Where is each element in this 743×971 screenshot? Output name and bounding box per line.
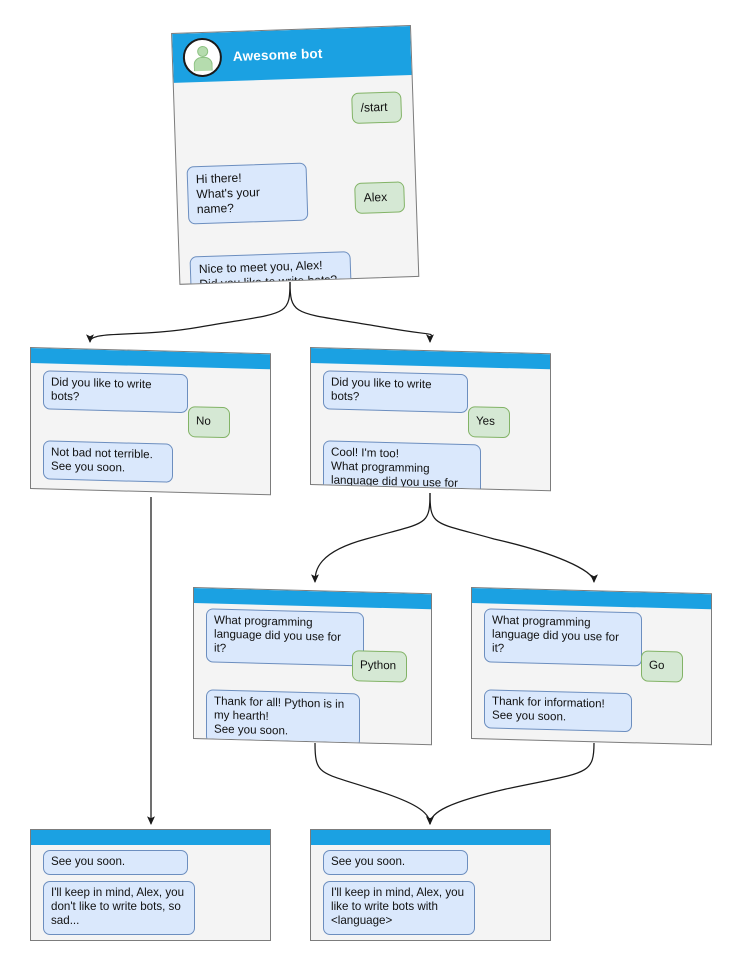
- message-bubble-bot: Cool! I'm too! What programming language…: [323, 440, 481, 492]
- edge-yes-to-go: [429, 492, 598, 583]
- edge-go-to-end-yes: [426, 742, 595, 825]
- node-end-no[interactable]: See you soon. I'll keep in mind, Alex, y…: [30, 829, 271, 941]
- node-window: Did you like to write bots? No Not bad n…: [30, 347, 271, 496]
- edge-yes-to-python: [311, 492, 431, 584]
- chat-transcript: What programming language did you use fo…: [194, 603, 431, 746]
- node-window: What programming language did you use fo…: [193, 587, 432, 746]
- message-bubble-user: No: [188, 406, 230, 439]
- message-bubble-bot: I'll keep in mind, Alex, you don't like …: [43, 881, 195, 935]
- chat-transcript: /start Hi there! What's your name? Alex …: [174, 75, 419, 285]
- edge-root-to-yes: [289, 281, 435, 343]
- message-bubble-bot: I'll keep in mind, Alex, you like to wri…: [323, 881, 475, 935]
- chat-transcript: Did you like to write bots? No Not bad n…: [31, 363, 270, 494]
- avatar-body: [192, 56, 213, 72]
- user-avatar-icon: [182, 37, 223, 78]
- avatar-head: [196, 45, 208, 58]
- message-bubble-bot: Hi there! What's your name?: [186, 162, 309, 225]
- chat-transcript: What programming language did you use fo…: [472, 603, 711, 744]
- message-bubble-bot: Did you like to write bots?: [323, 370, 468, 414]
- node-branch-yes[interactable]: Did you like to write bots? Yes Cool! I'…: [310, 347, 551, 492]
- edge-python-to-end-yes: [314, 742, 434, 825]
- node-window: Did you like to write bots? Yes Cool! I'…: [310, 347, 551, 492]
- message-bubble-bot: Did you like to write bots?: [43, 370, 188, 414]
- message-bubble-bot: Thank for information! See you soon.: [484, 689, 632, 733]
- message-bubble-user: Go: [641, 650, 683, 683]
- message-bubble-user: /start: [351, 91, 403, 125]
- node-window: Awesome bot /start Hi there! What's your…: [171, 25, 420, 285]
- message-bubble-user: Python: [352, 650, 407, 683]
- chat-transcript: See you soon. I'll keep in mind, Alex, y…: [311, 845, 550, 940]
- message-bubble-bot: Nice to meet you, Alex! Did you like to …: [189, 251, 352, 285]
- node-window: See you soon. I'll keep in mind, Alex, y…: [30, 829, 271, 941]
- message-bubble-user: Yes: [468, 406, 510, 439]
- chat-transcript: Did you like to write bots? Yes Cool! I'…: [311, 363, 550, 492]
- node-window: What programming language did you use fo…: [471, 587, 712, 746]
- message-bubble-bot: See you soon.: [323, 850, 468, 876]
- edge-root-to-no: [86, 281, 291, 343]
- node-branch-no[interactable]: Did you like to write bots? No Not bad n…: [30, 347, 271, 496]
- node-branch-python[interactable]: What programming language did you use fo…: [193, 587, 432, 746]
- page-title: Awesome bot: [232, 45, 323, 64]
- node-titlebar: [311, 830, 550, 845]
- node-window: See you soon. I'll keep in mind, Alex, y…: [310, 829, 551, 941]
- chat-transcript: See you soon. I'll keep in mind, Alex, y…: [31, 845, 270, 940]
- message-bubble-bot: What programming language did you use fo…: [484, 608, 642, 667]
- message-bubble-user: Alex: [354, 181, 406, 214]
- node-branch-go[interactable]: What programming language did you use fo…: [471, 587, 712, 746]
- message-bubble-bot: What programming language did you use fo…: [206, 608, 364, 667]
- message-bubble-bot: See you soon.: [43, 850, 188, 876]
- node-titlebar: Awesome bot: [172, 26, 412, 83]
- node-end-yes[interactable]: See you soon. I'll keep in mind, Alex, y…: [310, 829, 551, 941]
- node-titlebar: [31, 830, 270, 845]
- message-bubble-bot: Thank for all! Python is in my hearth! S…: [206, 689, 360, 746]
- message-bubble-bot: Not bad not terrible. See you soon.: [43, 440, 173, 484]
- node-root-awesome-bot[interactable]: Awesome bot /start Hi there! What's your…: [171, 25, 420, 285]
